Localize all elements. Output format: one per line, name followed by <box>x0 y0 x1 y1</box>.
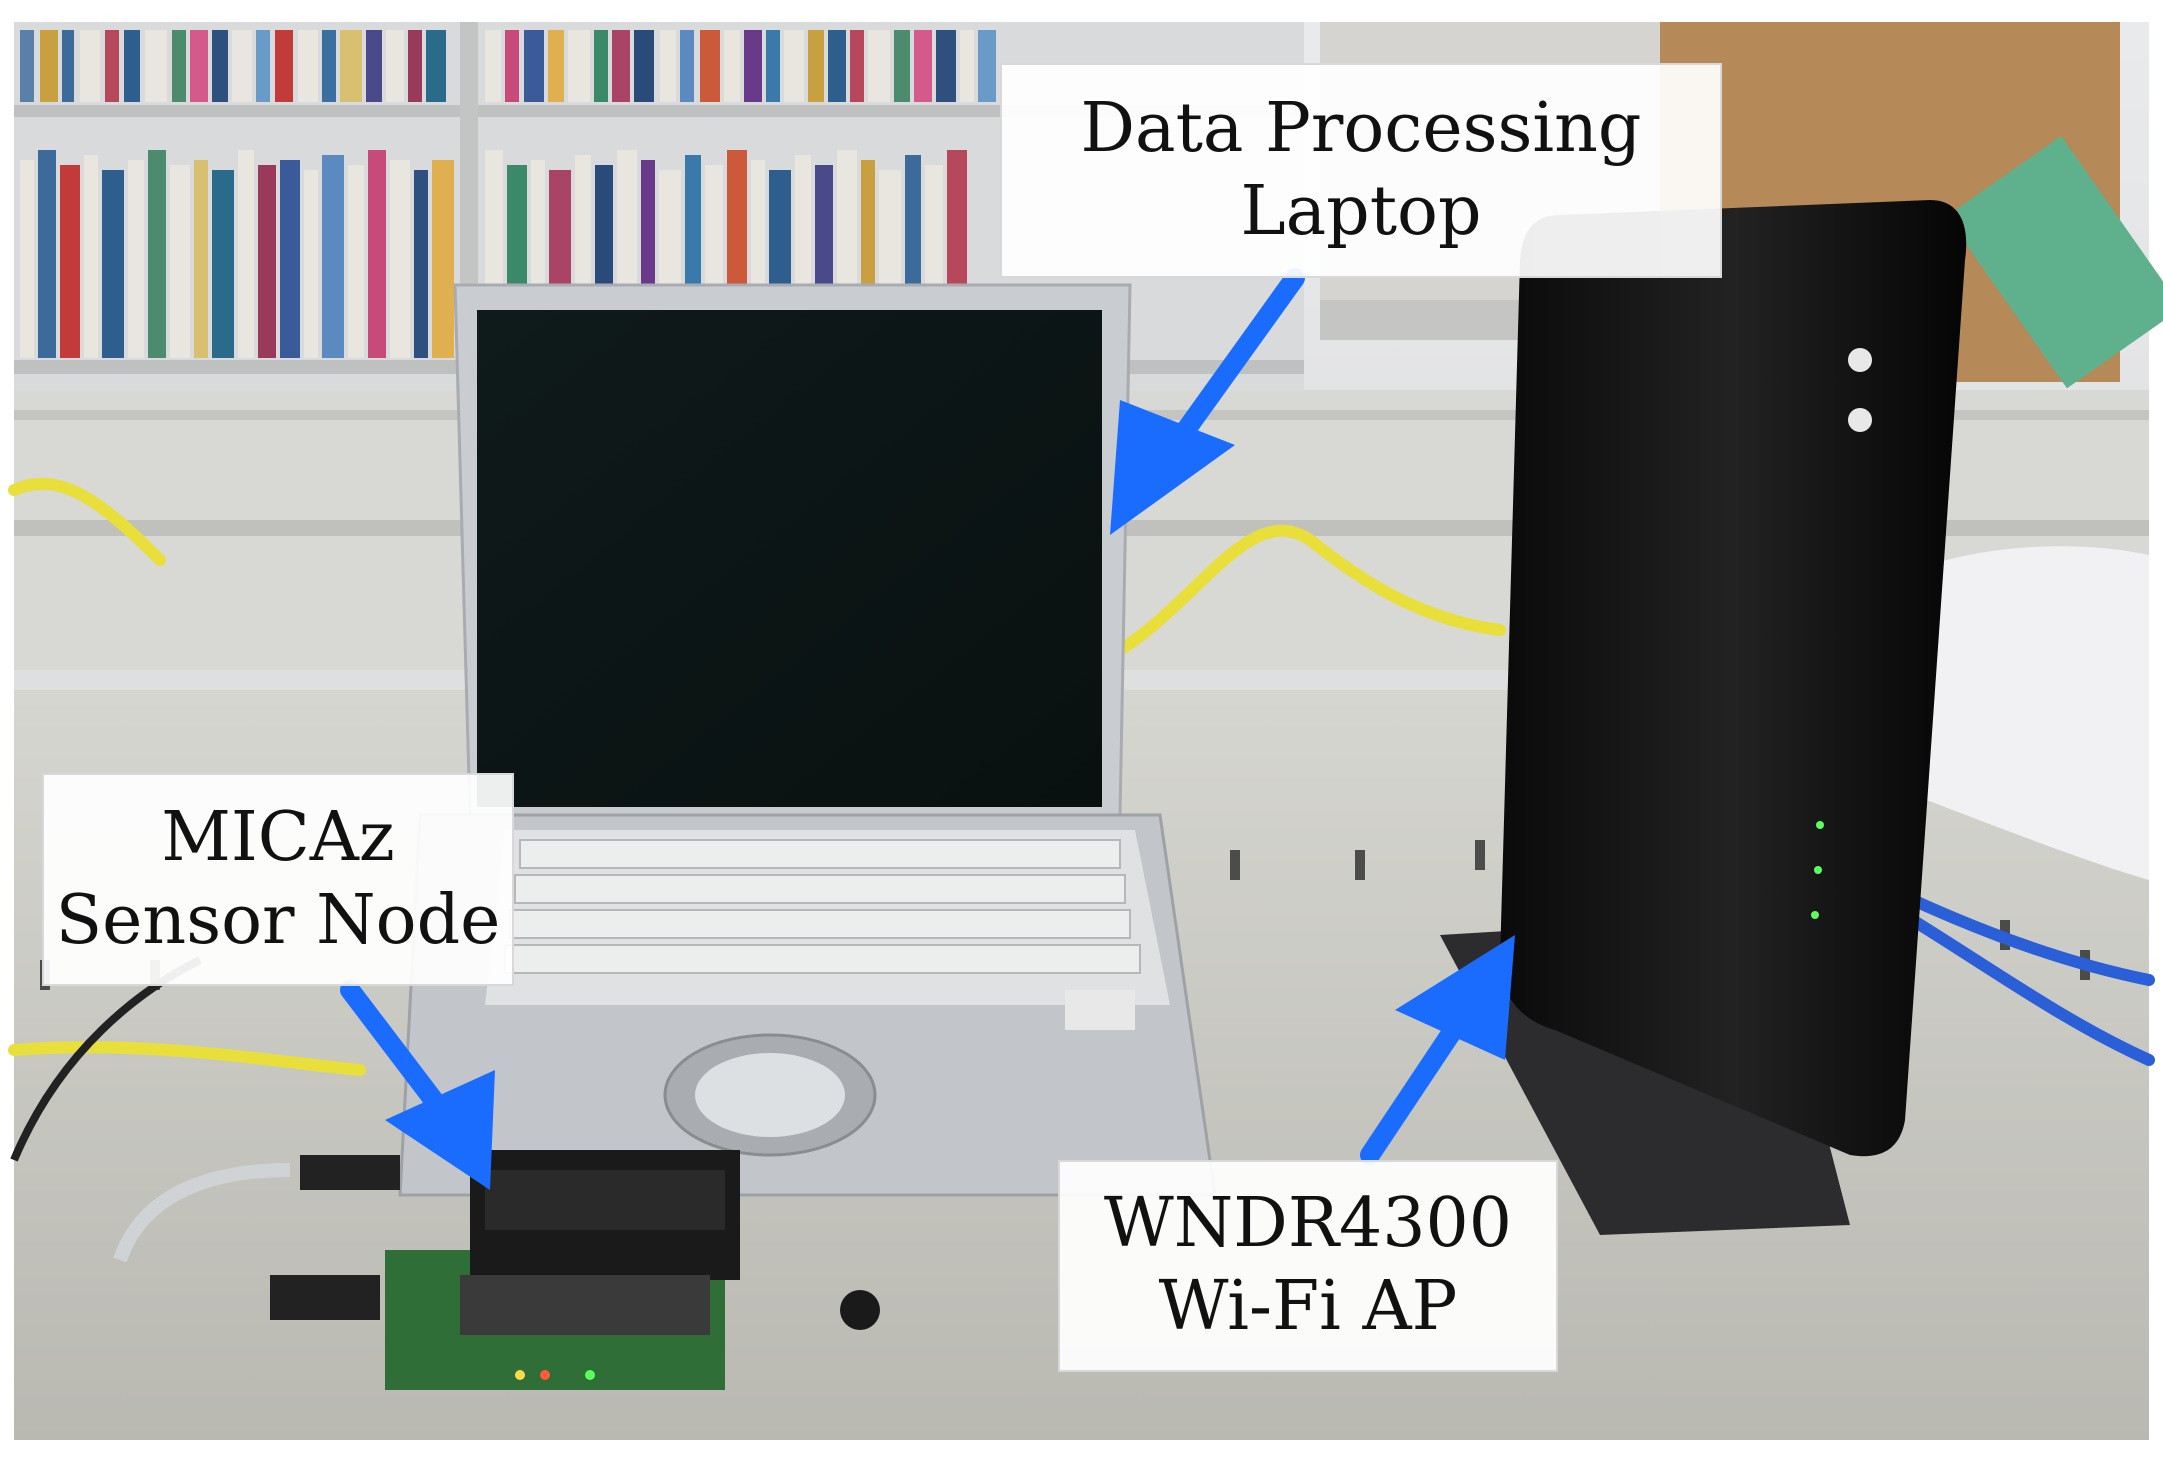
arrow-to-wifi-ap <box>1360 935 1515 1165</box>
plastic-bag <box>1870 546 2149 880</box>
label-laptop: Data Processing Laptop <box>1000 63 1722 278</box>
arrow-to-sensor-node <box>340 980 495 1190</box>
ethernet-cable <box>8 477 1506 1076</box>
label-laptop-line2: Laptop <box>1240 171 1482 251</box>
label-wifi-ap-line2: Wi-Fi AP <box>1158 1267 1458 1346</box>
label-sensor-node: MICAz Sensor Node <box>42 773 514 986</box>
laptop <box>398 283 1217 1197</box>
wifi-router <box>1440 200 1967 1235</box>
label-laptop-line1: Data Processing <box>1080 88 1642 168</box>
label-wifi-ap: WNDR4300 Wi-Fi AP <box>1058 1160 1558 1372</box>
label-sensor-node-line1: MICAz <box>161 797 395 877</box>
label-sensor-node-line2: Sensor Node <box>55 880 501 960</box>
sensor-node-board <box>270 1150 740 1390</box>
arrow-to-laptop <box>1110 268 1305 535</box>
label-wifi-ap-line1: WNDR4300 <box>1103 1184 1513 1264</box>
